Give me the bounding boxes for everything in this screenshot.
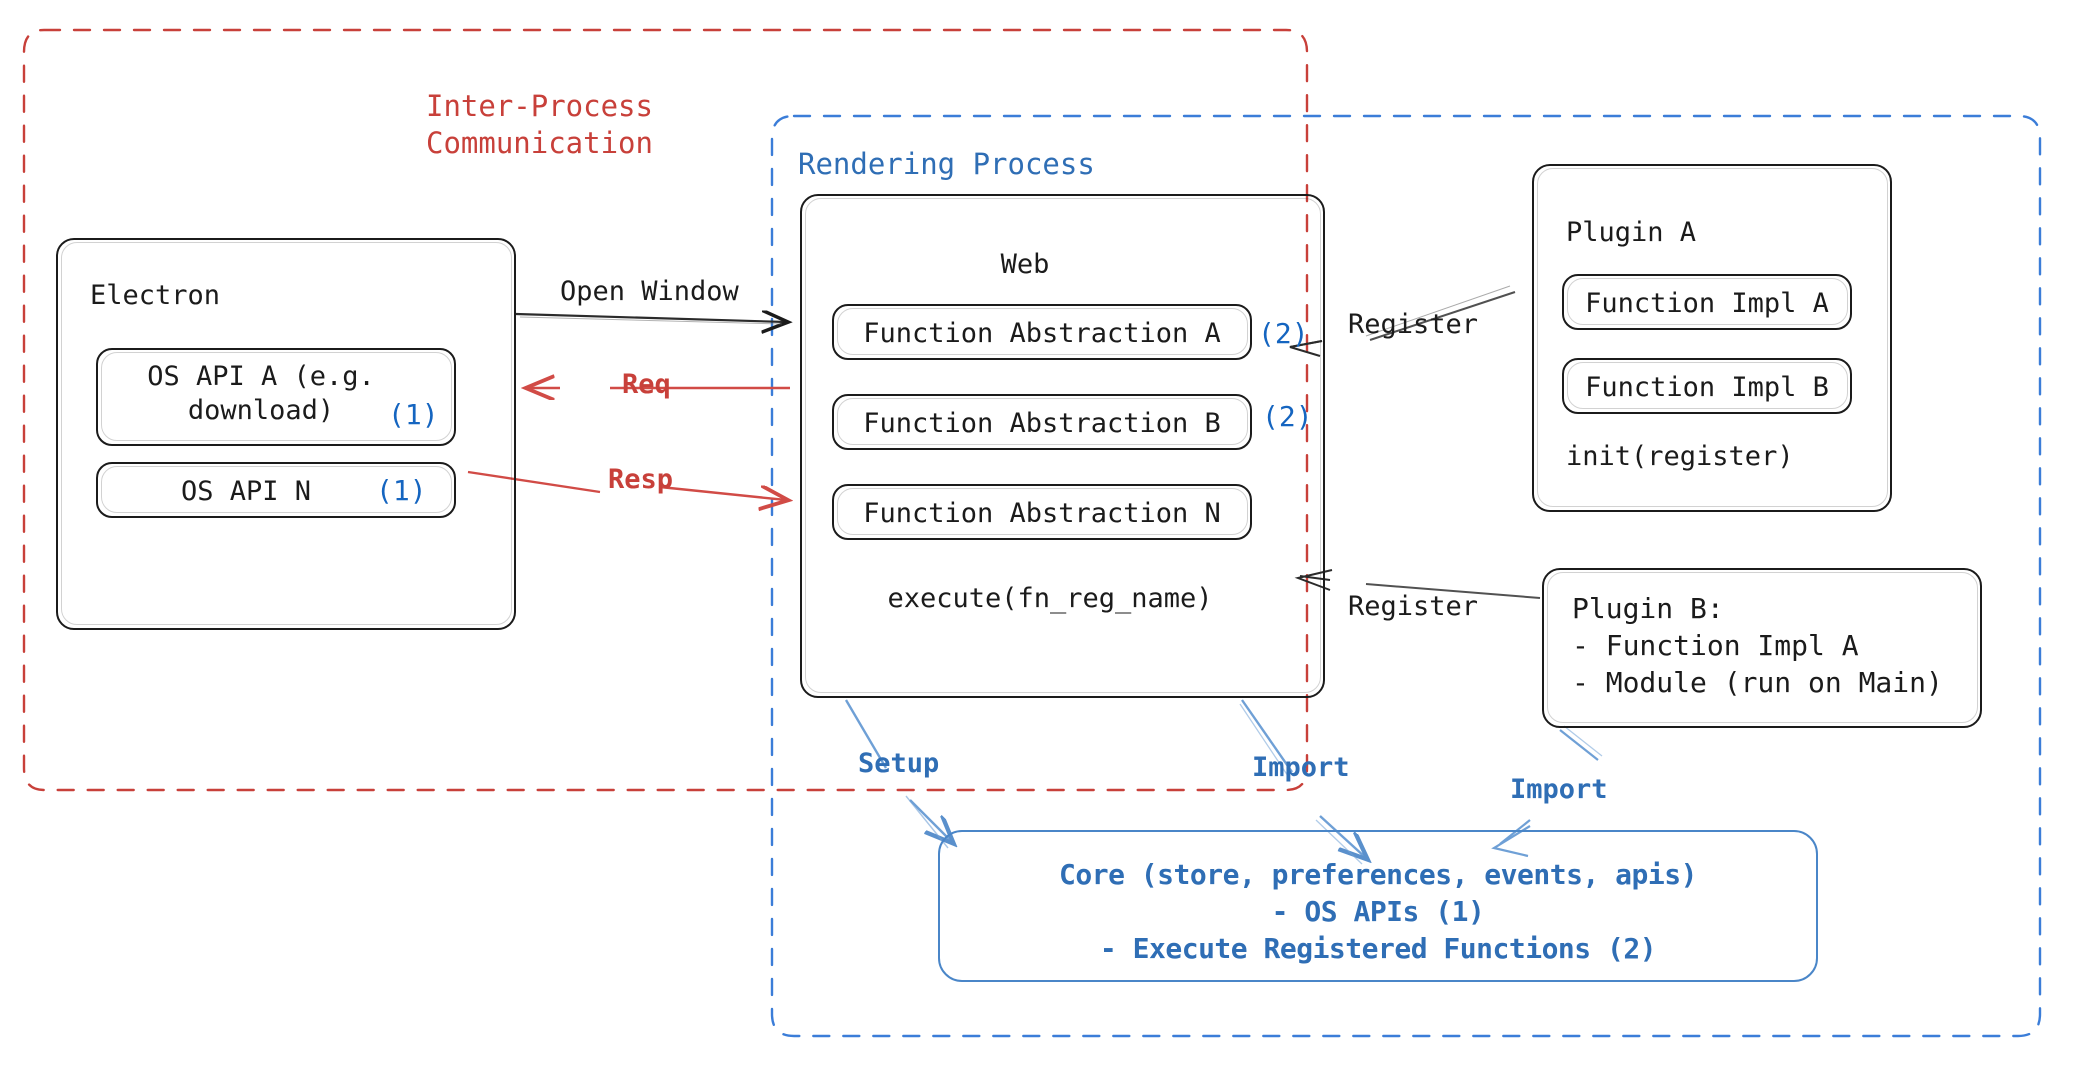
core-text: Core (store, preferences, events, apis) …: [1059, 858, 1697, 966]
electron-box[interactable]: [56, 238, 516, 630]
function-abstraction-a-marker: (2): [1258, 317, 1309, 350]
plugin-b-box[interactable]: [1542, 568, 1982, 728]
edge-label-resp: Resp: [608, 464, 674, 495]
function-impl-b-box[interactable]: [1562, 358, 1852, 414]
web-execute-label: execute(fn_reg_name): [887, 583, 1213, 614]
function-abstraction-a-box[interactable]: [832, 304, 1252, 360]
plugin-a-init-label: init(register): [1566, 441, 1794, 472]
os-api-n-label: OS API N: [180, 476, 312, 507]
function-abstraction-n-box[interactable]: [832, 484, 1252, 540]
os-api-a-label: OS API A (e.g. download): [147, 361, 375, 426]
edge-label-setup: Setup: [858, 748, 940, 779]
web-title: Web: [1000, 249, 1050, 280]
edge-label-register-plugin-b: Register: [1348, 591, 1479, 622]
rendering-group-title: Rendering Process: [798, 147, 1095, 181]
web-box[interactable]: [800, 194, 1325, 698]
plugin-a-title: Plugin A: [1566, 217, 1697, 248]
function-impl-a-box[interactable]: [1562, 274, 1852, 330]
edge-label-import-plugin-b: Import: [1510, 774, 1608, 805]
electron-title: Electron: [90, 280, 221, 311]
edge-label-register-plugin-a: Register: [1348, 309, 1479, 340]
os-api-a-box[interactable]: [96, 348, 456, 446]
function-impl-b-label: Function Impl B: [1585, 372, 1829, 403]
edge-label-req: Req: [622, 369, 671, 400]
plugin-b-text: Plugin B: - Function Impl A - Module (ru…: [1572, 592, 1943, 700]
function-abstraction-n-label: Function Abstraction N: [863, 498, 1221, 529]
ipc-group-title: Inter-Process Communication: [426, 89, 653, 161]
os-api-n-marker: (1): [376, 474, 427, 507]
function-abstraction-b-marker: (2): [1262, 400, 1313, 433]
plugin-a-box[interactable]: [1532, 164, 1892, 512]
core-box[interactable]: [938, 830, 1818, 982]
os-api-a-marker: (1): [388, 398, 439, 431]
os-api-n-box[interactable]: [96, 462, 456, 518]
function-abstraction-a-label: Function Abstraction A: [863, 318, 1221, 349]
function-abstraction-b-box[interactable]: [832, 394, 1252, 450]
function-abstraction-b-label: Function Abstraction B: [863, 408, 1221, 439]
function-impl-a-label: Function Impl A: [1585, 288, 1829, 319]
edge-label-open-window: Open Window: [560, 276, 739, 307]
edge-open-window: [515, 314, 786, 324]
edge-label-import-web: Import: [1252, 752, 1350, 783]
